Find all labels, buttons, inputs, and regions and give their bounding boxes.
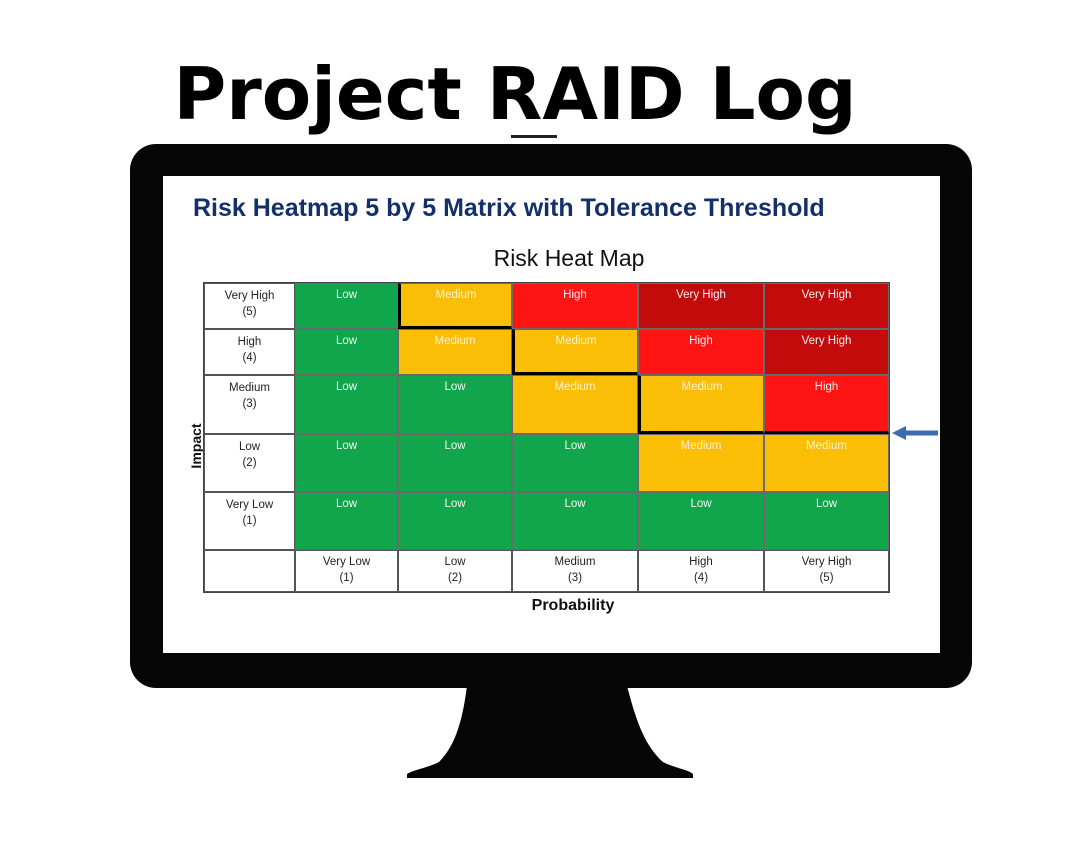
monitor-stand [407,686,693,778]
row-label-medium: Medium(3) [204,375,295,434]
cell-r5-c4: Very High [638,283,764,329]
cell-r4-c2: Medium [398,329,512,375]
impact-axis-label: Impact [188,423,204,469]
row-label-very-low: Very Low(1) [204,492,295,550]
row-label-very-high: Very High(5) [204,283,295,329]
cell-r5-c5: Very High [764,283,889,329]
col-label-high: High(4) [638,550,764,592]
cell-r3-c2: Low [398,375,512,434]
cell-r2-c4: Medium [638,434,764,492]
cell-r5-c3: High [512,283,638,329]
cell-r1-c1: Low [295,492,398,550]
probability-axis-label: Probability [531,597,615,614]
risk-heatmap-grid: Very High(5) Low Medium High Very High V… [203,282,890,593]
col-label-very-high: Very High(5) [764,550,889,592]
monitor-screen: Risk Heatmap 5 by 5 Matrix with Toleranc… [163,176,940,653]
cell-r2-c3: Low [512,434,638,492]
heatmap-title: Risk Heat Map [493,245,645,271]
cell-r3-c1: Low [295,375,398,434]
cell-r3-c3: Medium [512,375,638,434]
grid-corner [204,550,295,592]
cell-r1-c3: Low [512,492,638,550]
col-label-very-low: Very Low(1) [295,550,398,592]
cell-r3-c5: High [764,375,889,434]
col-label-medium: Medium(3) [512,550,638,592]
cell-r2-c5: Medium [764,434,889,492]
row-label-low: Low(2) [204,434,295,492]
screen-title: Risk Heatmap 5 by 5 Matrix with Toleranc… [193,194,825,222]
cell-r1-c5: Low [764,492,889,550]
cell-r4-c3: Medium [512,329,638,375]
cell-r5-c1: Low [295,283,398,329]
cell-r2-c2: Low [398,434,512,492]
title-underline-mark [511,135,557,138]
cell-r1-c2: Low [398,492,512,550]
arrow-left-icon [892,426,938,440]
cell-r4-c1: Low [295,329,398,375]
cell-r4-c5: Very High [764,329,889,375]
row-label-high: High(4) [204,329,295,375]
cell-r5-c2: Medium [398,283,512,329]
cell-r2-c1: Low [295,434,398,492]
cell-r3-c4: Medium [638,375,764,434]
cell-r1-c4: Low [638,492,764,550]
col-label-low: Low(2) [398,550,512,592]
cell-r4-c4: High [638,329,764,375]
page-title: Project RAID Log [173,52,857,136]
